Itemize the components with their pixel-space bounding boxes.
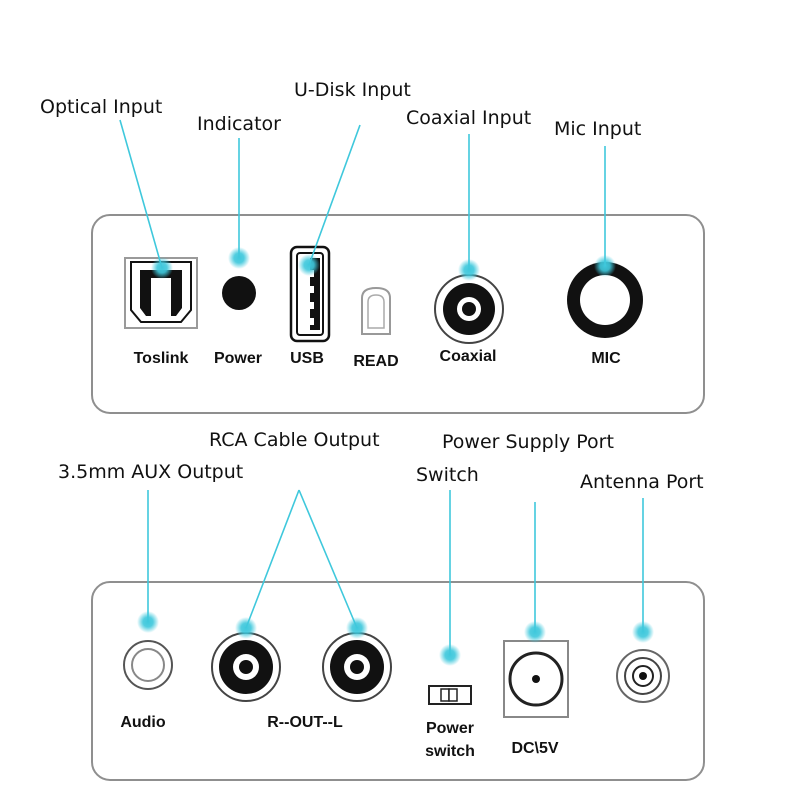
- callout-indicator: Indicator: [197, 113, 281, 135]
- label-mic: MIC: [591, 350, 621, 367]
- callout-power-supply-port: Power Supply Port: [442, 431, 614, 453]
- label-power-switch-line2: switch: [425, 743, 475, 760]
- rca-left-jack: [322, 632, 392, 702]
- leader-rca-left: [298, 489, 358, 629]
- callout-mic-input: Mic Input: [554, 118, 641, 140]
- label-coaxial: Coaxial: [440, 348, 497, 365]
- mic-jack: [567, 262, 643, 338]
- aux-audio-jack: [123, 640, 173, 690]
- marker-aux: [137, 611, 159, 633]
- label-dc-5v: DC\5V: [511, 740, 558, 757]
- card-read-slot: [361, 286, 391, 335]
- label-read: READ: [353, 353, 398, 370]
- callout-aux-output: 3.5mm AUX Output: [58, 461, 243, 483]
- leader-udisk: [308, 124, 361, 266]
- callout-udisk-input: U-Disk Input: [294, 79, 411, 101]
- marker-udisk: [298, 254, 320, 276]
- marker-rca-left: [346, 617, 368, 639]
- leader-optical: [119, 119, 163, 269]
- marker-antenna: [632, 621, 654, 643]
- marker-switch: [439, 644, 461, 666]
- marker-optical: [151, 257, 173, 279]
- coaxial-input-port: [434, 274, 504, 344]
- label-usb: USB: [290, 350, 324, 367]
- rca-right-jack: [211, 632, 281, 702]
- label-power: Power: [214, 350, 262, 367]
- label-power-switch-line1: Power: [426, 720, 474, 737]
- label-rca-out: R--OUT--L: [267, 714, 343, 731]
- marker-rca-right: [235, 617, 257, 639]
- callout-optical-input: Optical Input: [40, 96, 162, 118]
- dc-power-port: [503, 640, 569, 718]
- callout-antenna-port: Antenna Port: [580, 471, 704, 493]
- marker-coaxial: [458, 259, 480, 281]
- label-toslink: Toslink: [134, 350, 189, 367]
- toslink-port: [124, 257, 198, 329]
- marker-indicator: [228, 247, 250, 269]
- callout-switch: Switch: [416, 464, 479, 486]
- label-audio: Audio: [120, 714, 166, 731]
- power-switch: [428, 685, 472, 705]
- leader-rca-right: [245, 489, 300, 629]
- marker-power-supply: [524, 621, 546, 643]
- marker-mic: [594, 255, 616, 277]
- callout-rca-output: RCA Cable Output: [209, 429, 380, 451]
- callout-coaxial-input: Coaxial Input: [406, 107, 531, 129]
- power-indicator: [222, 276, 256, 310]
- antenna-port: [616, 649, 670, 703]
- rear-panel: [91, 581, 705, 781]
